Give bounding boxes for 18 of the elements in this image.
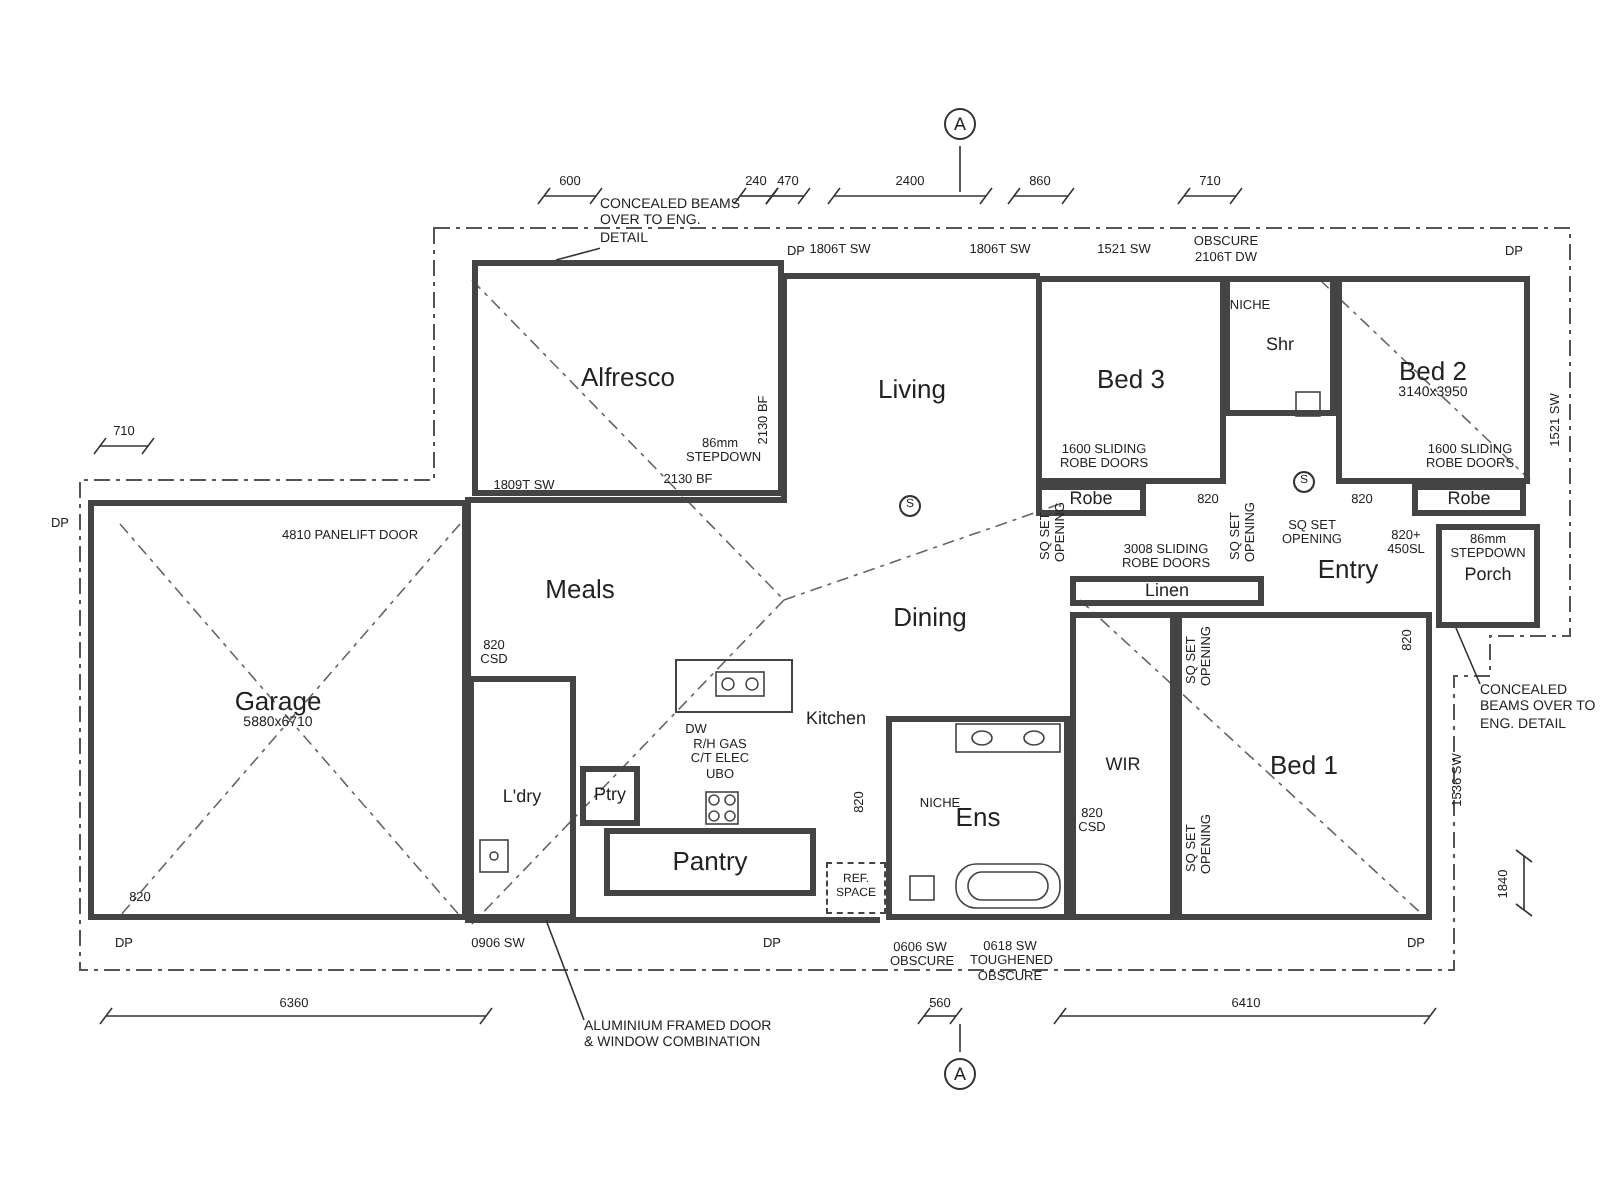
section-marker: A xyxy=(944,108,976,140)
room xyxy=(88,500,468,920)
room-name: Living xyxy=(878,375,946,405)
room xyxy=(1336,276,1530,484)
leader-line xyxy=(555,247,601,261)
leader-line xyxy=(545,919,585,1021)
room: L'dry xyxy=(468,676,576,920)
room-name: Meals xyxy=(545,575,615,605)
room: Robe xyxy=(1412,484,1526,516)
room-name: Garage xyxy=(234,688,322,716)
room-name: Kitchen xyxy=(805,710,867,730)
room-name: Bed 2 xyxy=(1399,358,1467,386)
room: Linen xyxy=(1070,576,1264,606)
room-name: Dining xyxy=(893,603,967,633)
room: Pantry xyxy=(604,828,816,896)
section-marker: A xyxy=(944,1058,976,1090)
room: Ptry xyxy=(580,766,640,826)
room-name: Entry xyxy=(1317,555,1379,585)
